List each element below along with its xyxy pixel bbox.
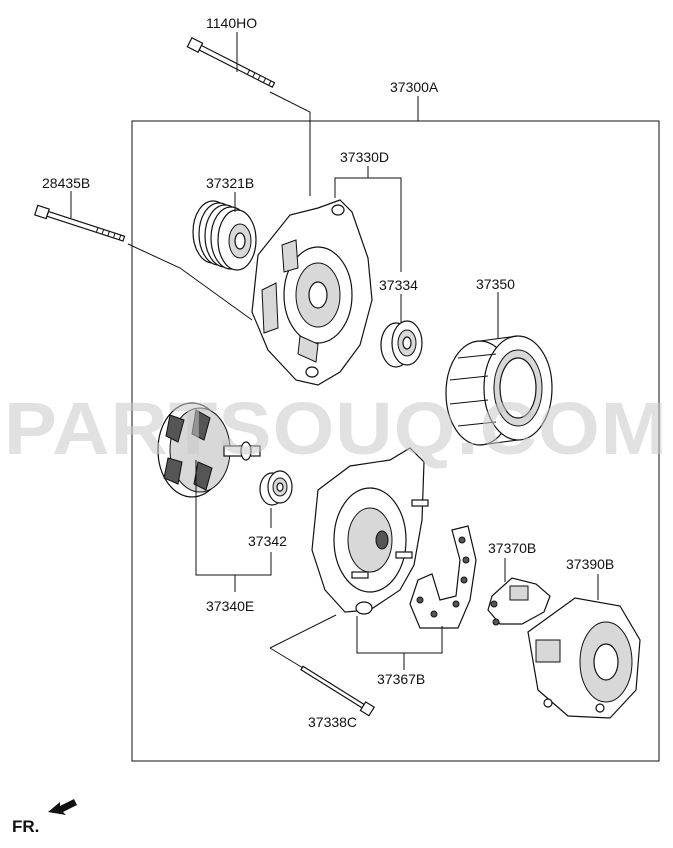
label-37390B[interactable]: 37390B bbox=[566, 556, 614, 572]
front-orientation-indicator: FR. bbox=[12, 799, 77, 836]
label-37342[interactable]: 37342 bbox=[248, 533, 287, 549]
label-37367B[interactable]: 37367B bbox=[377, 671, 425, 687]
rectifier-37367B-drawing[interactable] bbox=[409, 525, 477, 629]
label-37338C[interactable]: 37338C bbox=[308, 714, 357, 730]
pulley-37321B-drawing[interactable] bbox=[192, 200, 257, 271]
regulator-37370B-drawing[interactable] bbox=[487, 577, 551, 626]
bolt-1140HO-drawing[interactable] bbox=[186, 37, 276, 90]
label-37330D[interactable]: 37330D bbox=[340, 149, 389, 165]
label-37321B[interactable]: 37321B bbox=[206, 175, 254, 191]
assembly-frame bbox=[131, 120, 660, 762]
front-label: FR. bbox=[12, 817, 39, 836]
front-arrow-icon bbox=[48, 799, 77, 815]
rear-cover-37390B-drawing[interactable] bbox=[527, 597, 641, 719]
stator-37350-drawing[interactable] bbox=[445, 335, 553, 446]
label-37300A[interactable]: 37300A bbox=[390, 79, 439, 95]
bolt-28435B-drawing[interactable] bbox=[33, 204, 126, 243]
watermark-text: PARTSOUQ.COM bbox=[4, 387, 668, 470]
label-37350[interactable]: 37350 bbox=[476, 276, 515, 292]
bearing-37342-drawing[interactable] bbox=[259, 470, 293, 506]
rear-bracket-drawing[interactable] bbox=[311, 447, 429, 615]
leader-lines bbox=[70, 32, 599, 670]
bearing-37334-drawing[interactable] bbox=[380, 320, 423, 368]
label-37340E[interactable]: 37340E bbox=[206, 598, 254, 614]
through-bolt-37338C-drawing[interactable] bbox=[299, 664, 376, 717]
rotor-37340E-drawing[interactable] bbox=[157, 402, 261, 498]
label-28435B[interactable]: 28435B bbox=[42, 175, 90, 191]
label-1140HO[interactable]: 1140HO bbox=[206, 15, 257, 31]
label-37334[interactable]: 37334 bbox=[379, 277, 418, 293]
front-bracket-37330D-drawing[interactable] bbox=[251, 199, 373, 386]
label-37370B[interactable]: 37370B bbox=[488, 540, 536, 556]
